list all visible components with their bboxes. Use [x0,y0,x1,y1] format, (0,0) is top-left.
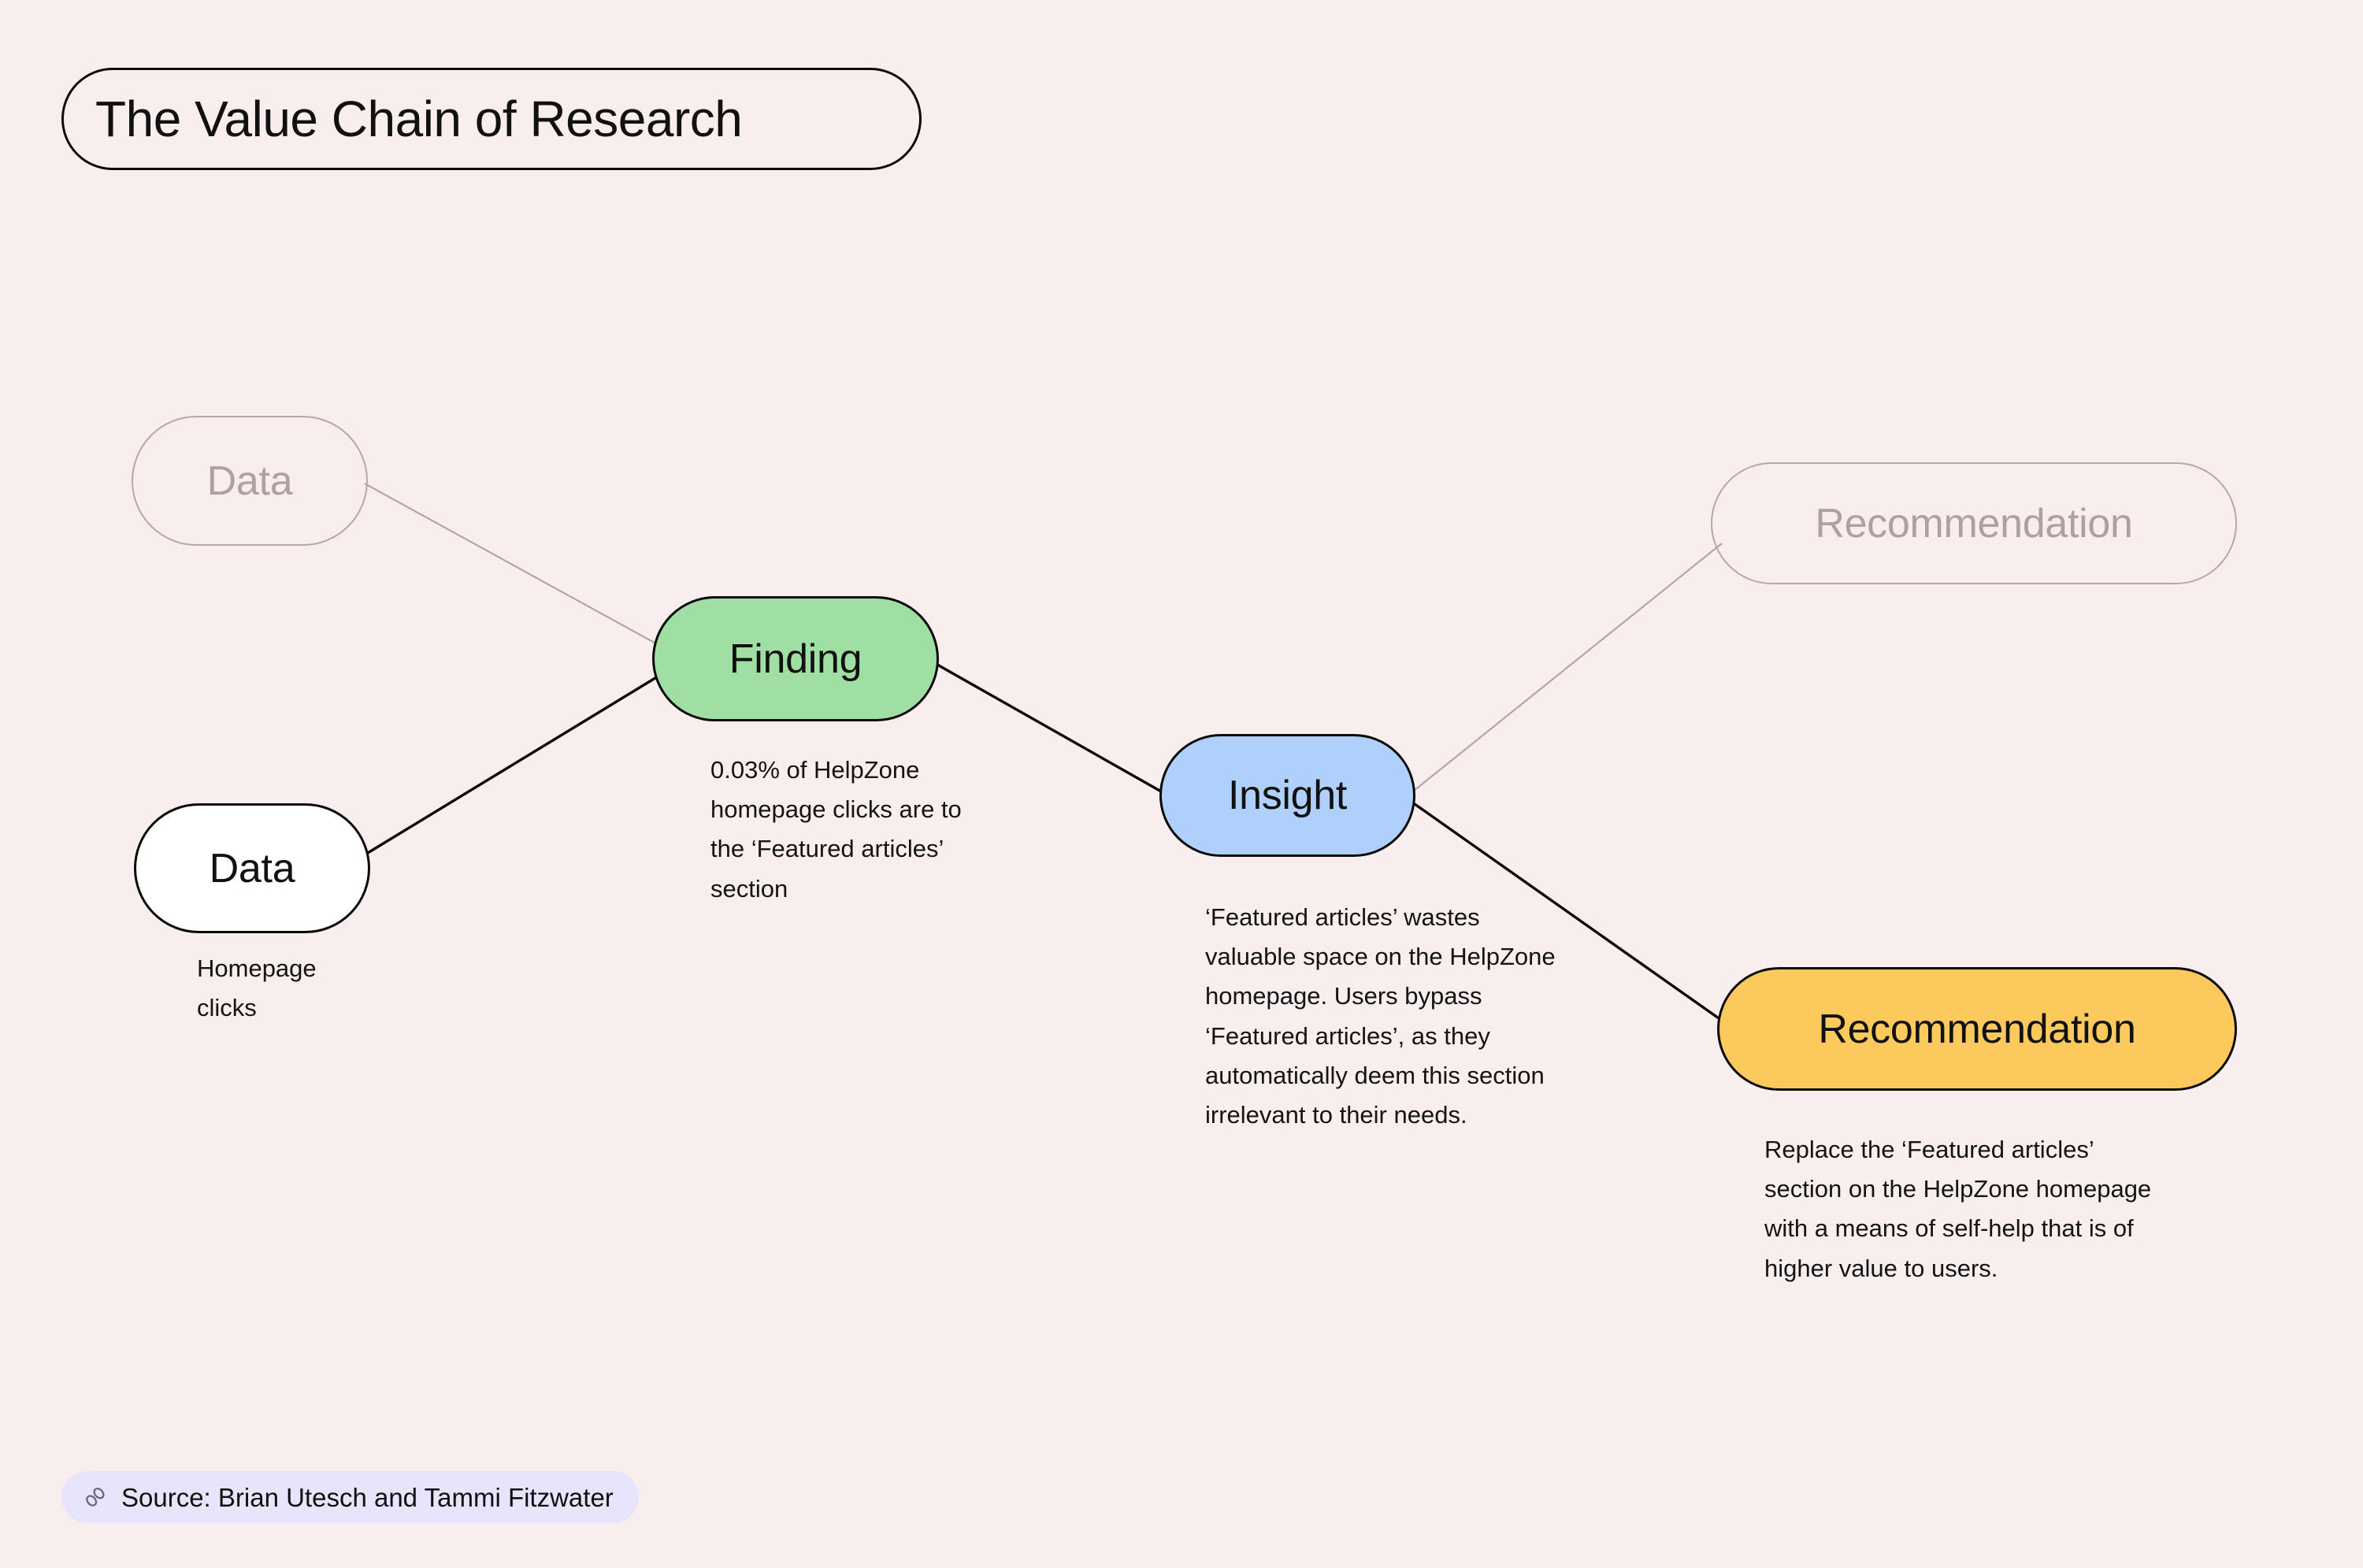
node-recommendation[interactable]: Recommendation [1717,967,2237,1091]
node-data[interactable]: Data [134,803,370,933]
node-data-label: Data [209,845,295,891]
node-data-ghost-label: Data [206,458,293,504]
edge-data-ghost-to-finding [364,483,661,647]
caption-finding: 0.03% of HelpZone homepage clicks are to… [710,756,962,903]
source-badge[interactable]: Source: Brian Utesch and Tammi Fitzwater [61,1471,639,1523]
source-text: Source: Brian Utesch and Tammi Fitzwater [121,1482,614,1512]
caption-data: Homepage clicks [197,955,317,1022]
node-recommendation-ghost-label: Recommendation [1815,500,2133,547]
node-insight-label: Insight [1227,773,1348,818]
link-icon [86,1488,105,1507]
node-recommendation-ghost[interactable]: Recommendation [1711,462,2237,584]
node-finding-label: Finding [729,636,862,682]
caption-insight: ‘Featured articles’ wastes valuable spac… [1205,903,1556,1129]
node-data-ghost[interactable]: Data [132,416,368,546]
node-recommendation-label: Recommendation [1818,1006,2136,1052]
page-title-text: The Value Chain of Research [95,91,743,147]
node-insight[interactable]: Insight [1159,734,1415,857]
edge-insight-to-recommendation-ghost [1409,543,1723,795]
page-title: The Value Chain of Research [61,68,922,170]
caption-recommendation: Replace the ‘Featured articles’ section … [1764,1136,2152,1282]
edge-data-to-finding [363,673,662,857]
node-finding[interactable]: Finding [652,596,939,721]
